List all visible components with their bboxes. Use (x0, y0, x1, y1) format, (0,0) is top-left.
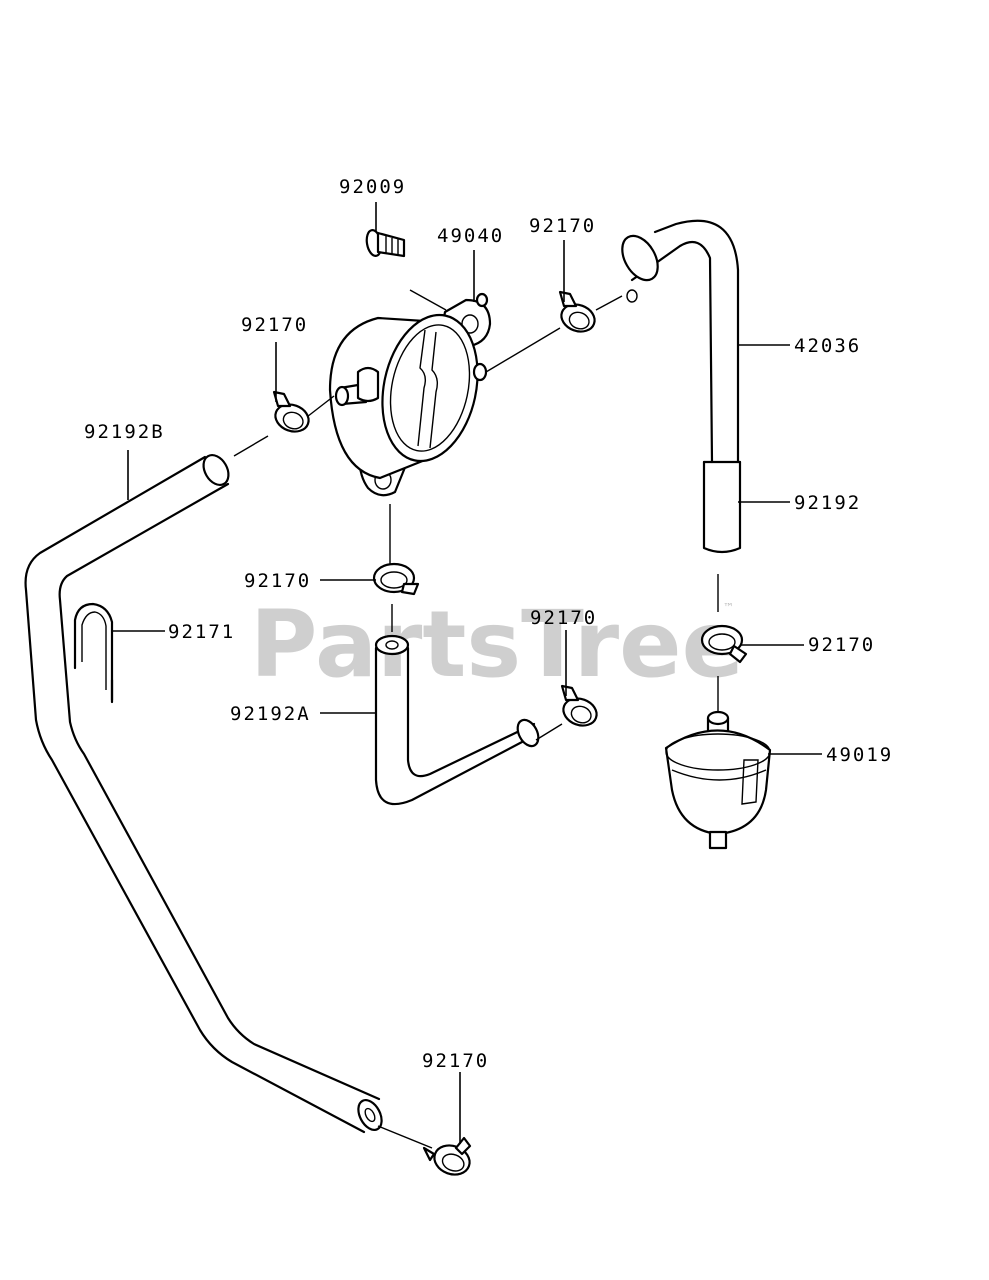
clamp-92170-pump-bottom (372, 562, 420, 596)
hose-92192a (374, 634, 540, 806)
label-92170-bottom: 92170 (422, 1050, 489, 1072)
partstree-watermark: PartsTree ™ (250, 591, 744, 698)
label-49019: 49019 (826, 744, 893, 766)
label-92192a: 92192A (230, 703, 311, 725)
label-92171: 92171 (168, 621, 235, 643)
label-92192: 92192 (794, 492, 861, 514)
watermark-text: PartsTree (250, 591, 744, 698)
label-92170-pump-right: 92170 (529, 215, 596, 237)
label-92009: 92009 (339, 176, 406, 198)
elbow-hose-42036 (621, 219, 740, 464)
label-92192b: 92192B (84, 421, 165, 443)
hose-92192 (702, 460, 742, 554)
clamp-92170-pump-left (272, 390, 310, 433)
label-49040: 49040 (437, 225, 504, 247)
part-labels: 92009 49040 92170 92170 42036 92192B 921… (84, 176, 893, 1072)
clip-92171 (73, 602, 114, 704)
watermark-trademark: ™ (723, 601, 734, 614)
label-92170-filter-top: 92170 (808, 634, 875, 656)
hose-92192b (24, 453, 383, 1134)
label-92170-pump-left: 92170 (241, 314, 308, 336)
clamp-92170-filter-top (700, 624, 748, 664)
label-42036: 42036 (794, 335, 861, 357)
fuel-pump-49040 (328, 292, 492, 497)
clamp-92170-bottom (422, 1136, 472, 1176)
leader-lines (112, 202, 822, 1144)
screw-92009 (365, 229, 406, 258)
fuel-filter-49019 (664, 710, 772, 850)
label-92170-pump-bottom: 92170 (244, 570, 311, 592)
label-92170-hose-a: 92170 (530, 607, 597, 629)
clamp-92170-pump-right (558, 290, 596, 333)
